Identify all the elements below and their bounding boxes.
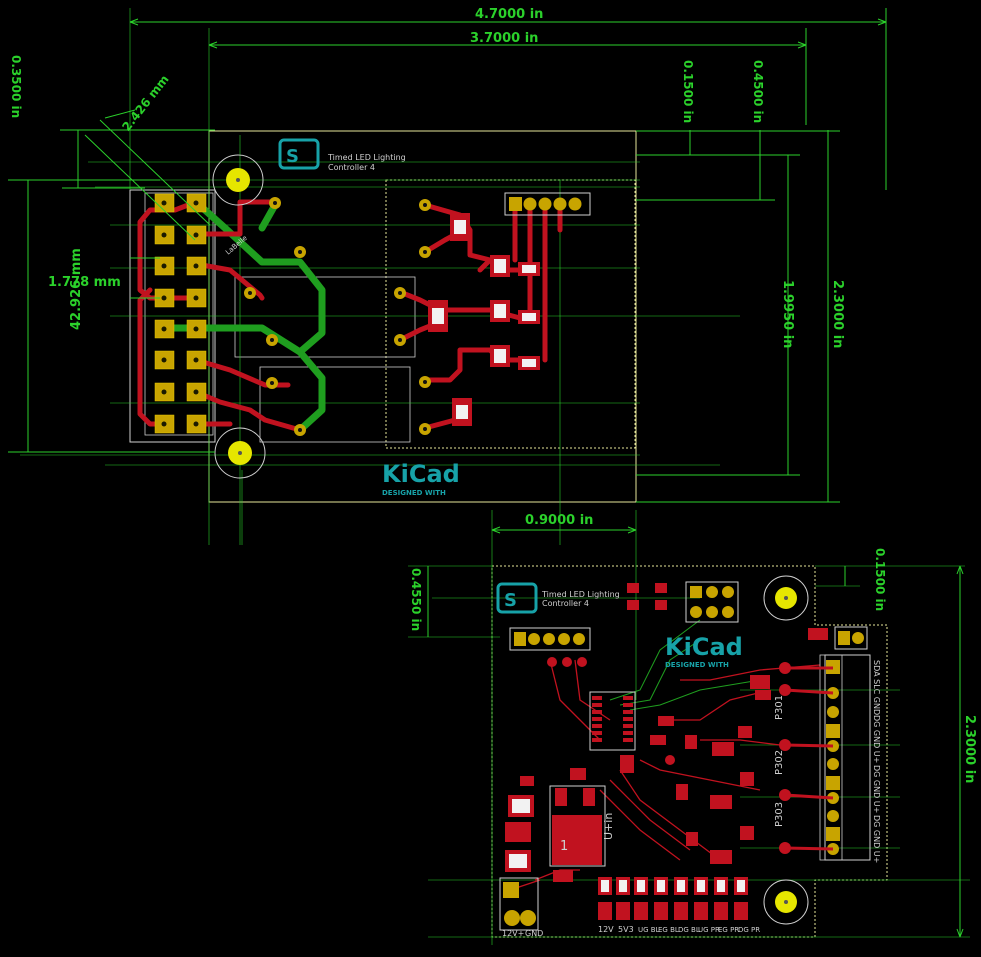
power-connector	[499, 877, 539, 931]
led-label-12v: 12V	[598, 925, 614, 934]
dim-top-width-outer: 4.7000 in	[475, 7, 543, 22]
connector-label-p302: P302	[774, 750, 785, 775]
dimension-lines-top	[8, 8, 887, 503]
relay-pads	[244, 197, 431, 436]
side-label-4: DG GND U+	[872, 815, 881, 863]
kicad-logo-bottom: KiCad	[665, 633, 743, 661]
led-label-eg-pr: EG PR	[718, 926, 739, 934]
terminal-pads	[154, 193, 207, 434]
dim-height-outer: 2.3000 in	[830, 280, 845, 348]
board-title-top-1: Timed LED Lighting	[327, 153, 406, 162]
regulator-pin-label: 1	[560, 839, 568, 854]
header-connector-bottom	[509, 627, 591, 651]
dim-bottom-width: 0.9000 in	[525, 513, 593, 528]
isp-header	[685, 581, 739, 623]
mounting-hole-top-2	[214, 427, 266, 479]
screw-terminals-right	[784, 654, 871, 861]
dim-pitch-mm: 1.778 mm	[48, 275, 121, 290]
board-title-top-2: Controller 4	[328, 163, 375, 172]
ic-chip	[589, 691, 636, 751]
led-label-5v3: 5V3	[618, 925, 634, 934]
svg-text:S: S	[286, 146, 299, 167]
svg-text:S: S	[504, 590, 517, 611]
smd-components-top	[428, 213, 540, 426]
led-label-dg-bl: DG BL	[678, 926, 700, 934]
bottom-board: 1 U+in 12V+ GND	[408, 510, 970, 945]
header-connector	[504, 192, 591, 216]
top-board: S Timed LED Lighting Controller 4 KiCad …	[20, 8, 740, 545]
regulator-text: U+in	[602, 813, 615, 840]
company-logo-top: S	[278, 138, 320, 170]
dim-height-mm: 42.926 mm	[69, 248, 84, 330]
led-label-ug-bl: UG BL	[638, 926, 660, 934]
dim-diag-mm: 2.426 mm	[119, 72, 171, 134]
led-label-ug-pr: UG PR	[698, 926, 720, 934]
company-logo-bottom: S	[496, 582, 538, 614]
dim-bottom-right-offset: 0.1500 in	[873, 548, 887, 611]
led-label-dg-pr: DG PR	[738, 926, 760, 934]
led-label-eg-bl: EG BL	[658, 926, 679, 934]
mounting-hole-bottom-1	[763, 575, 809, 621]
kicad-designed-top: DESIGNED WITH	[382, 489, 446, 497]
mounting-hole-bottom-2	[763, 879, 809, 925]
side-label-3: DG GND U+	[872, 765, 881, 813]
dim-bottom-left-offset: 0.4550 in	[409, 568, 423, 631]
power-label-gnd: GND	[525, 929, 543, 938]
voltage-regulator: 1 U+in	[549, 785, 615, 867]
dim-left-offset: 0.3500 in	[9, 55, 23, 118]
kicad-logo-top: KiCad	[382, 460, 460, 488]
connector-label-p303: P303	[774, 802, 785, 827]
side-label-1: SDA SLC GND	[872, 660, 881, 715]
kicad-designed-bottom: DESIGNED WITH	[665, 661, 729, 669]
side-label-2: DG GND U+	[872, 715, 881, 763]
board-outline-top	[208, 130, 637, 503]
dim-bottom-height: 2.3000 in	[962, 715, 977, 783]
dim-right-offset-a: 0.1500 in	[681, 60, 695, 123]
power-label-12v: 12V+	[502, 929, 524, 938]
mounting-hole-top-1	[212, 154, 264, 206]
connector-label-p301: P301	[774, 695, 785, 720]
dim-right-offset-b: 0.4500 in	[751, 60, 765, 123]
dim-top-width-inner: 3.7000 in	[470, 31, 538, 46]
dimension-lines-bottom	[427, 526, 964, 938]
dim-height-inner: 1.9950 in	[780, 280, 795, 348]
board-title-bottom-1: Timed LED Lighting	[541, 590, 620, 599]
board-title-bottom-2: Controller 4	[542, 599, 589, 608]
